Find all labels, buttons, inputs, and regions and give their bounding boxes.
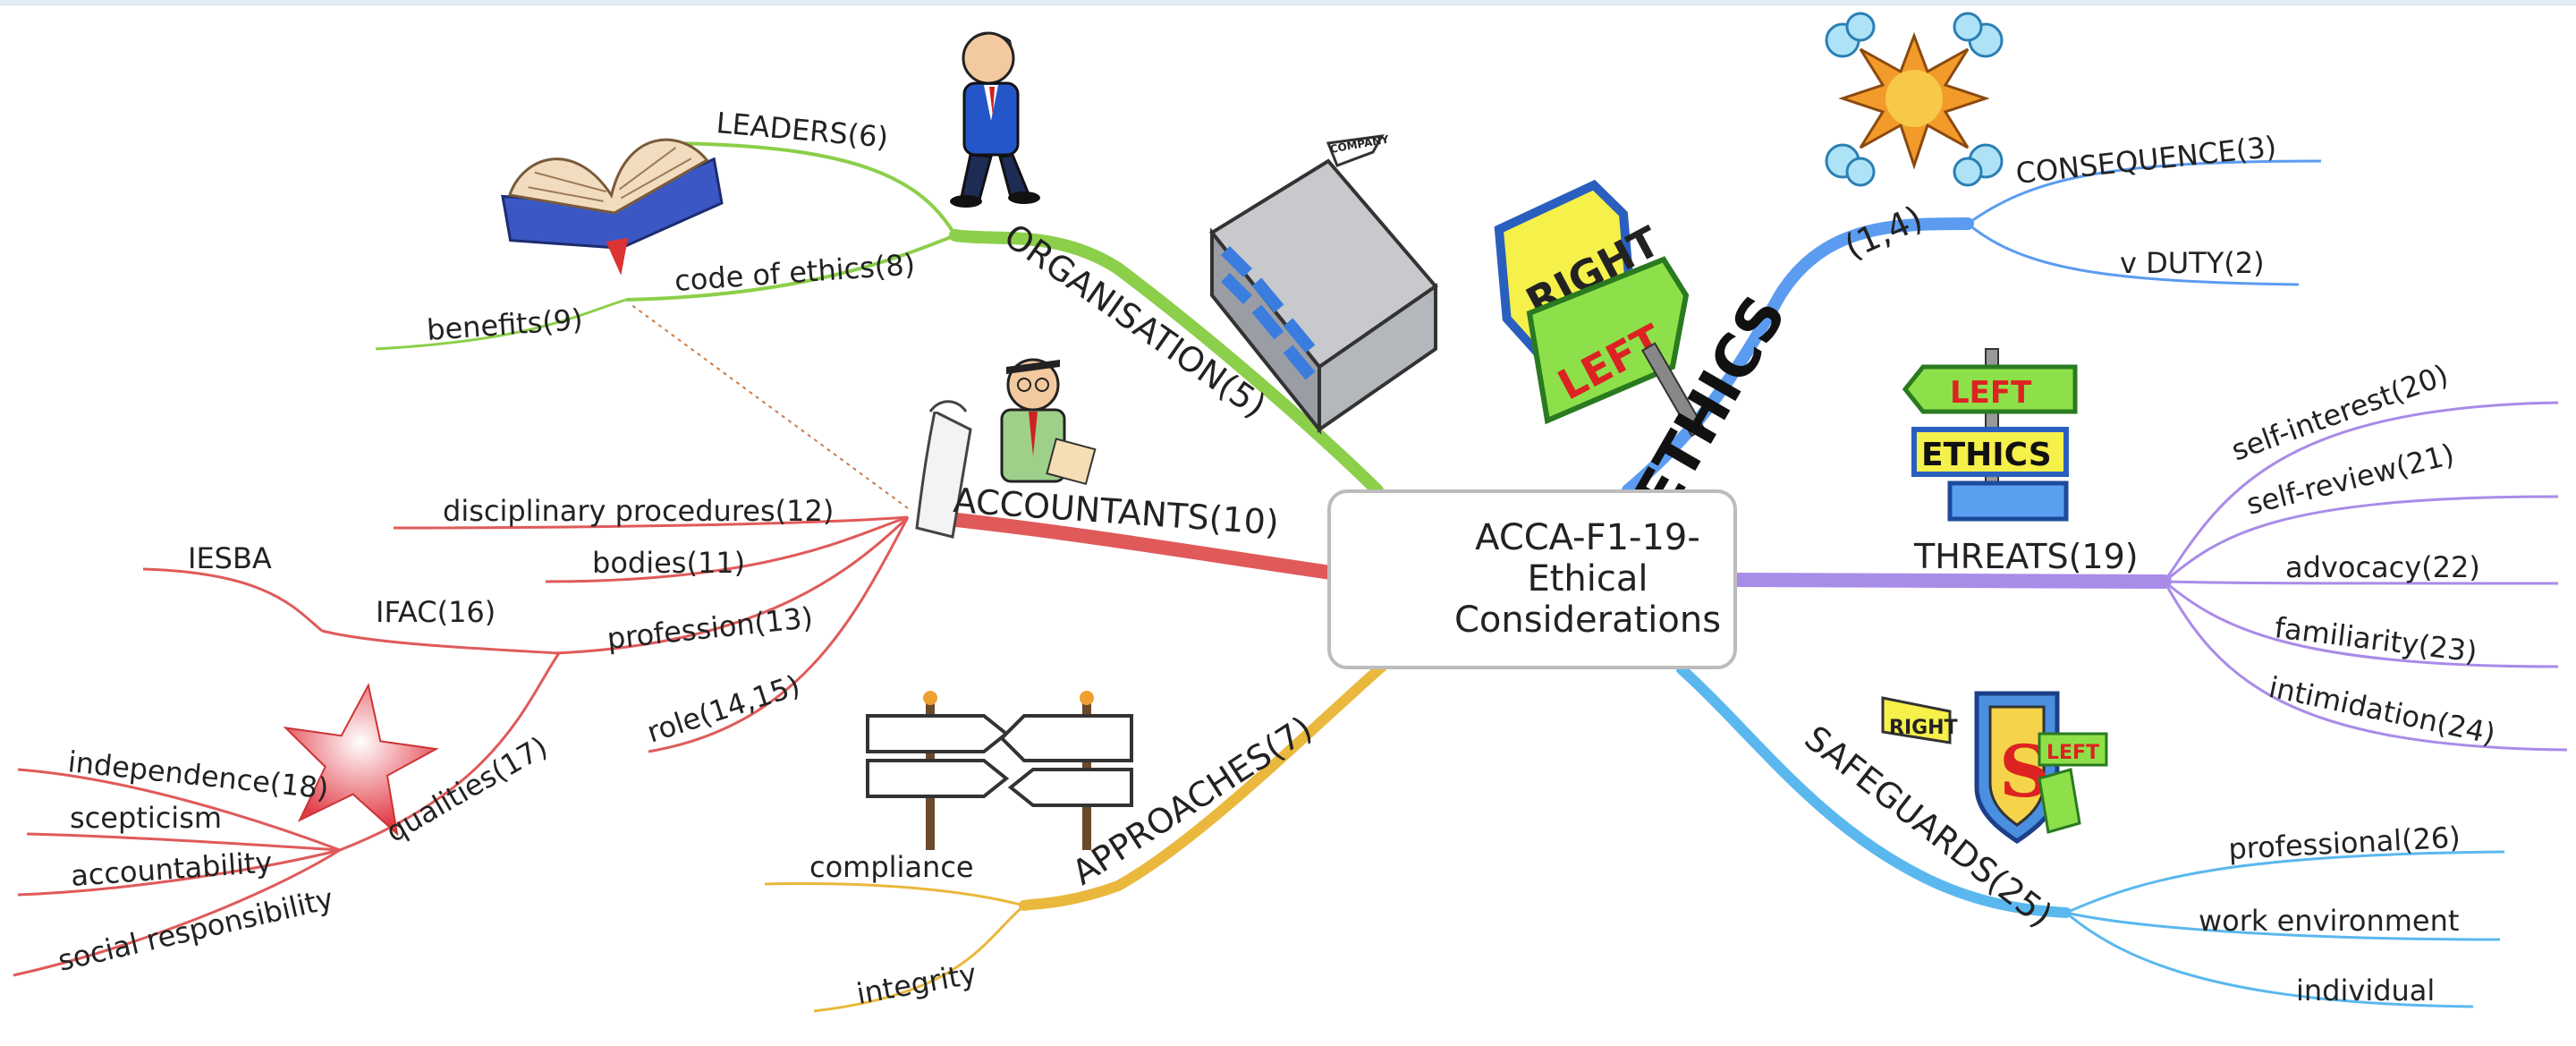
branch-line-role: [648, 516, 910, 753]
subtopic-disciplinary[interactable]: disciplinary procedures(12): [443, 494, 834, 528]
branch-line-leaders: [665, 141, 957, 237]
shield-icon: RIGHT S LEFT: [1881, 691, 2108, 845]
businessman-icon: [950, 31, 1040, 208]
branch-line-consequence: [1967, 159, 2322, 225]
threats-sign-word: ETHICS: [1921, 437, 2052, 473]
subtopic-compliance[interactable]: compliance: [809, 850, 974, 884]
relationship-dotted: [630, 303, 909, 509]
central-topic-box[interactable]: [1327, 489, 1737, 669]
subtopic-profession[interactable]: profession(13): [606, 600, 815, 656]
subtopic-benefits[interactable]: benefits(9): [426, 302, 584, 347]
branch-line-familiarity: [2164, 580, 2559, 668]
subtopic-advocacy[interactable]: advocacy(22): [2285, 550, 2480, 584]
branch-line-independence: [17, 768, 341, 852]
subtopic-professional[interactable]: professional(26): [2227, 820, 2461, 866]
subtopic-iesba[interactable]: IESBA: [188, 541, 272, 575]
branch-line-intimidation: [2163, 581, 2568, 752]
subtopic-consequence[interactable]: CONSEQUENCE(3): [2014, 130, 2278, 191]
explosion-icon: [1825, 12, 2004, 187]
branch-line-accountability: [17, 848, 341, 897]
subtopic-familiarity[interactable]: familiarity(23): [2273, 610, 2479, 668]
book-icon: [501, 138, 724, 276]
central-topic-title[interactable]: ACCA-F1-19-Ethical Considerations: [1453, 517, 1722, 641]
branch-line-benefits: [375, 298, 627, 351]
subtopic-individual[interactable]: individual: [2296, 974, 2435, 1008]
branch-organisation[interactable]: [949, 229, 1384, 497]
subtopic-bodies[interactable]: bodies(11): [592, 546, 745, 580]
subtopic-scepticism[interactable]: scepticism: [70, 801, 222, 835]
subtopic-accountability[interactable]: accountability: [70, 845, 274, 893]
branch-line-advocacy: [2164, 580, 2559, 585]
branch-line-work: [2065, 911, 2501, 941]
branch-line-code: [625, 234, 956, 302]
branch-line-professional: [2065, 850, 2505, 914]
branch-line-duty: [1967, 222, 2300, 286]
topic-accountants[interactable]: ACCOUNTANTS(10): [952, 480, 1280, 542]
branch-line-iesba: [142, 567, 323, 633]
subtopic-role[interactable]: role(14,15): [643, 668, 804, 750]
subtopic-duty[interactable]: v DUTY(2): [2120, 246, 2265, 280]
subtopic-ifac[interactable]: IFAC(16): [376, 595, 496, 629]
topic-threats[interactable]: THREATS(19): [1913, 537, 2139, 576]
threats-sign-icon: LEFT ETHICS: [1902, 348, 2078, 522]
subtopic-work-environment[interactable]: work environment: [2199, 904, 2459, 938]
branch-line-social: [13, 848, 341, 977]
branch-line-disciplinary: [393, 515, 909, 530]
branch-line-scepticism: [26, 832, 341, 852]
signposts-icon: [866, 691, 1133, 850]
subtopic-integrity[interactable]: integrity: [854, 957, 979, 1011]
branch-line-compliance: [764, 881, 1025, 907]
threats-sign-left: LEFT: [1950, 375, 2032, 411]
branch-line-individual: [2065, 911, 2474, 1008]
shield-sign-left: LEFT: [2046, 742, 2099, 764]
branch-safeguards[interactable]: [1676, 664, 2072, 918]
subtopic-social-responsibility[interactable]: social responsibility: [55, 881, 336, 978]
branch-line-self-interest: [2163, 401, 2559, 583]
subtopic-intimidation[interactable]: intimidation(24): [2266, 670, 2498, 752]
branch-line-profession: [554, 515, 910, 655]
right-left-sign-icon: RIGHT LEFT ETHICS: [1494, 179, 1800, 525]
accountant-icon: [915, 358, 1097, 539]
branch-threats[interactable]: [1726, 573, 2172, 589]
branch-ethics[interactable]: [1622, 217, 1974, 497]
branch-approaches[interactable]: [1019, 661, 1387, 911]
topic-ethics[interactable]: (1,4): [1839, 198, 1928, 267]
shield-sign-right: RIGHT: [1889, 717, 1958, 739]
subtopic-independence[interactable]: independence(18): [66, 744, 330, 805]
branch-line-ifac: [321, 629, 560, 655]
subtopic-code-of-ethics[interactable]: code of ethics(8): [674, 247, 916, 298]
branch-accountants[interactable]: [941, 512, 1338, 580]
branch-line-qualities: [339, 652, 561, 852]
branch-line-bodies: [545, 515, 909, 583]
branch-line-self-review: [2164, 495, 2559, 583]
branch-line-integrity: [813, 904, 1025, 1013]
star-icon: [283, 682, 439, 837]
top-toolbar-strip: [0, 0, 2576, 5]
